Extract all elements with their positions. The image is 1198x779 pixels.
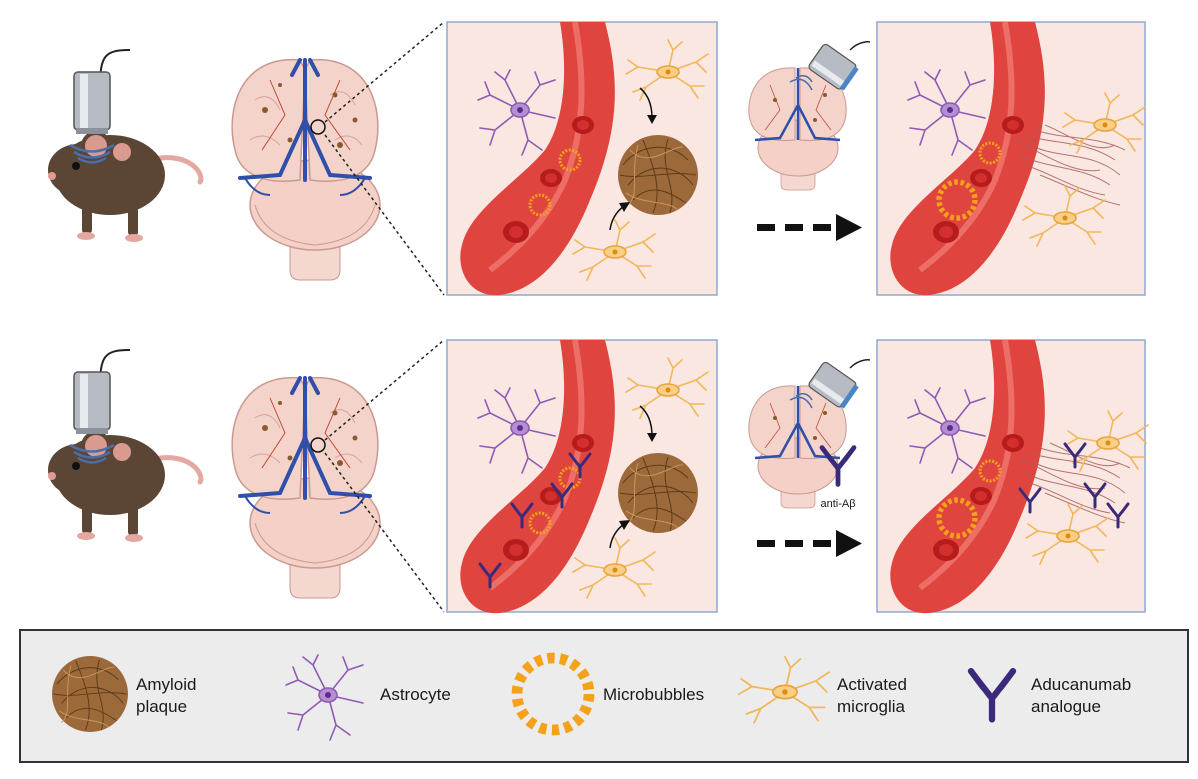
legend-item-astrocyte: Astrocyte (285, 654, 451, 741)
zoom-line-top (324, 21, 445, 123)
arrow-microglia-to-plaque (639, 405, 653, 437)
dashed-arrow (757, 214, 862, 241)
legend-item-activated-microglia: Activated microglia (737, 655, 907, 724)
arrowhead-icon (619, 202, 630, 212)
brain-small-icon (747, 66, 848, 192)
panel-after (876, 340, 1149, 613)
panel-after (876, 22, 1146, 295)
legend: Amyloid plaque Astrocyte Microbubbles Ac… (19, 629, 1189, 763)
mouse-with-probe-icon (48, 350, 201, 542)
arrowhead-icon (619, 520, 630, 530)
zoom-line-top (324, 339, 445, 441)
legend-label-line2: microglia (837, 697, 906, 716)
legend-label-line1: Activated (837, 675, 907, 694)
legend-label-line1: Amyloid (136, 675, 196, 694)
arrow-microglia-to-plaque (639, 87, 653, 119)
legend-label-line1: Astrocyte (380, 685, 451, 704)
dashed-arrow (757, 530, 862, 557)
legend-item-amyloid-plaque: Amyloid plaque (51, 655, 196, 733)
legend-label-line2: plaque (136, 697, 187, 716)
amyloid-plaque-icon (51, 655, 129, 733)
legend-label-line2: analogue (1031, 697, 1101, 716)
row-fus-antibody: anti-Aβ (48, 339, 1149, 613)
mouse-with-probe-icon (48, 50, 201, 242)
brain-dorsal-icon (230, 375, 382, 600)
panel-before (446, 340, 718, 613)
arrowhead-icon (647, 433, 657, 442)
amyloid-plaque-icon (617, 452, 699, 534)
legend-item-aducanumab: Aducanumab analogue (971, 671, 1131, 719)
antibody-label: anti-Aβ (820, 498, 855, 510)
arrowhead-icon (647, 115, 657, 124)
legend-item-microbubbles: Microbubbles (517, 658, 704, 730)
legend-label-line1: Aducanumab (1031, 675, 1131, 694)
brain-small-icon (747, 384, 848, 510)
legend-label-line1: Microbubbles (603, 685, 704, 704)
amyloid-plaque-icon (617, 134, 699, 216)
panel-before (446, 22, 718, 295)
brain-dorsal-icon (230, 57, 382, 282)
row-fus-alone (48, 21, 1146, 295)
